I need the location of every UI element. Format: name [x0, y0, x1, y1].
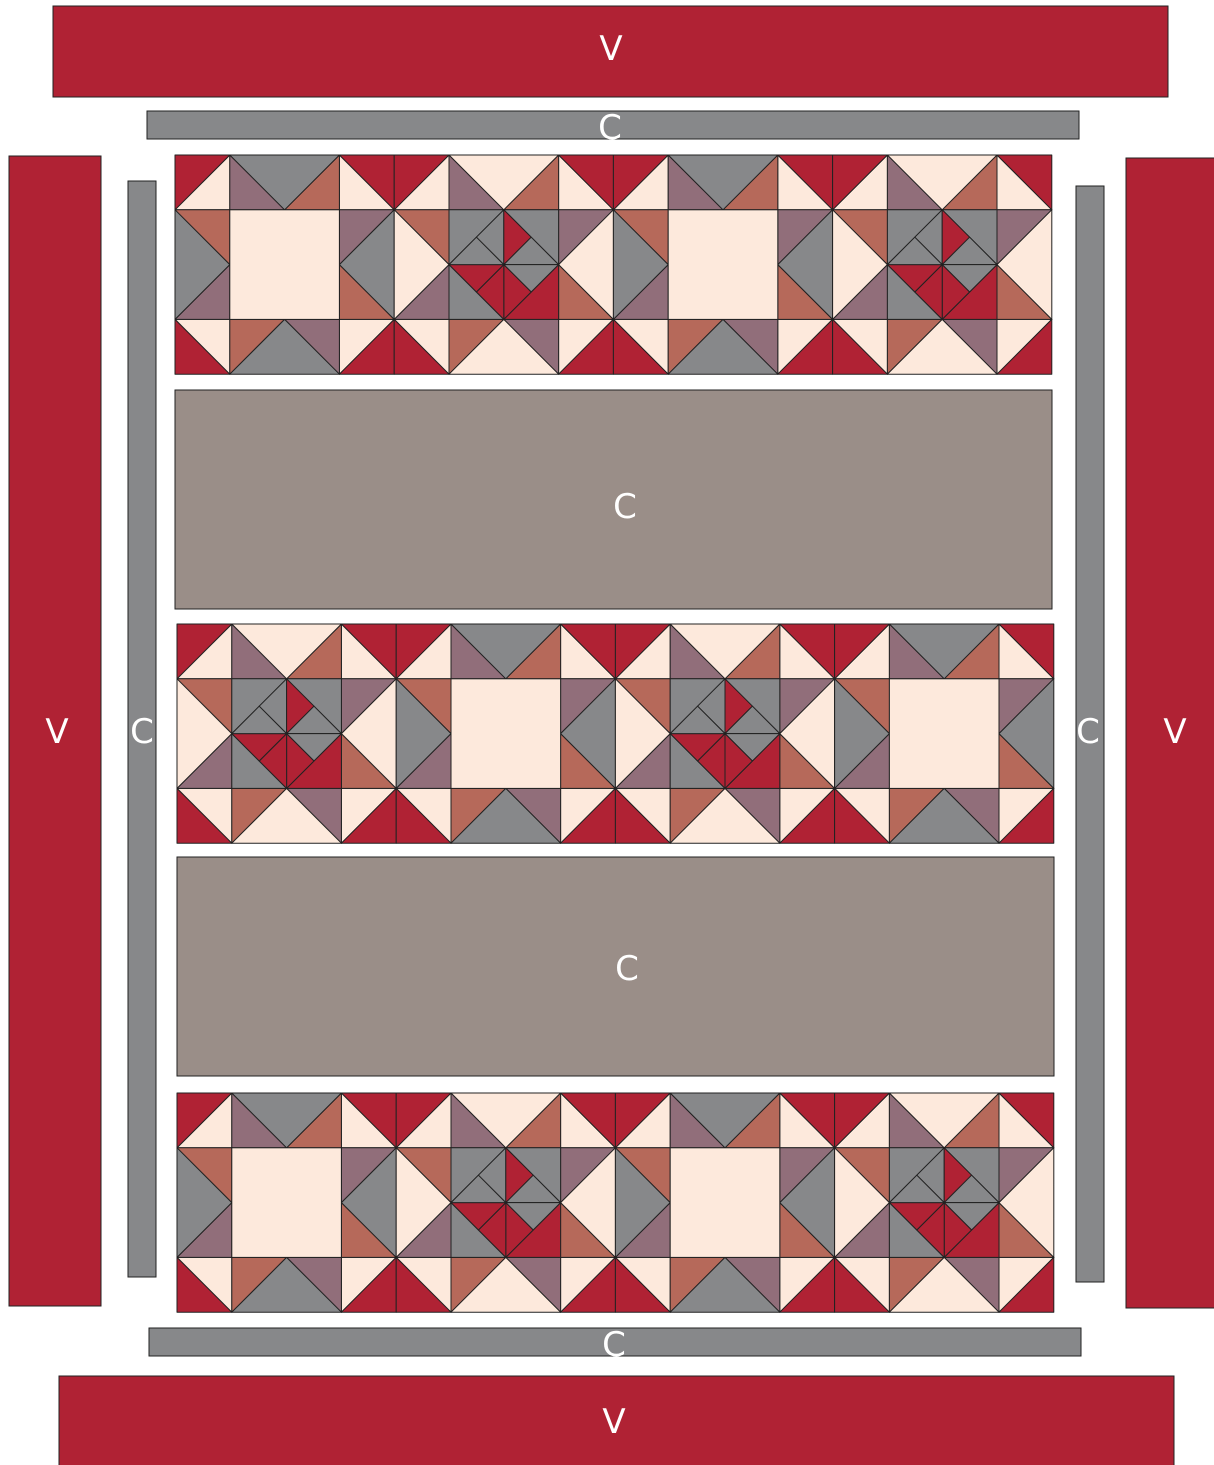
centre-square — [230, 210, 340, 320]
block-row-3 — [177, 1093, 1054, 1312]
quilt-block-square-in-square — [835, 624, 1054, 843]
inner-border-left-label: C — [130, 712, 154, 752]
sashing-strip-2-label: C — [615, 949, 639, 989]
outer-border-right-label: V — [1163, 712, 1186, 752]
quilt-block-pinwheel-diamond — [396, 1093, 615, 1312]
block-row-1 — [175, 155, 1052, 374]
outer-border-left-label: V — [45, 712, 68, 752]
quilt-block-pinwheel-diamond — [833, 155, 1052, 374]
quilt-block-square-in-square — [613, 155, 832, 374]
centre-square — [232, 1148, 342, 1258]
quilt-block-pinwheel-diamond — [835, 1093, 1054, 1312]
quilt-block-pinwheel-diamond — [394, 155, 613, 374]
outer-border-top-label: V — [599, 29, 622, 69]
centre-square — [670, 1148, 780, 1258]
inner-border-right-label: C — [1076, 712, 1100, 752]
quilt-block-pinwheel-diamond — [177, 624, 396, 843]
centre-square — [889, 679, 999, 789]
outer-border-bottom-label: V — [602, 1402, 625, 1442]
quilt-block-square-in-square — [615, 1093, 834, 1312]
inner-border-bottom-label: C — [602, 1325, 626, 1365]
sashing-strip-1-label: C — [613, 487, 637, 527]
quilt-block-square-in-square — [177, 1093, 396, 1312]
inner-border-top-label: C — [598, 108, 622, 148]
quilt-block-square-in-square — [396, 624, 615, 843]
quilt-block-pinwheel-diamond — [615, 624, 834, 843]
centre-square — [451, 679, 561, 789]
block-row-2 — [177, 624, 1054, 843]
quilt-block-square-in-square — [175, 155, 394, 374]
centre-square — [668, 210, 778, 320]
